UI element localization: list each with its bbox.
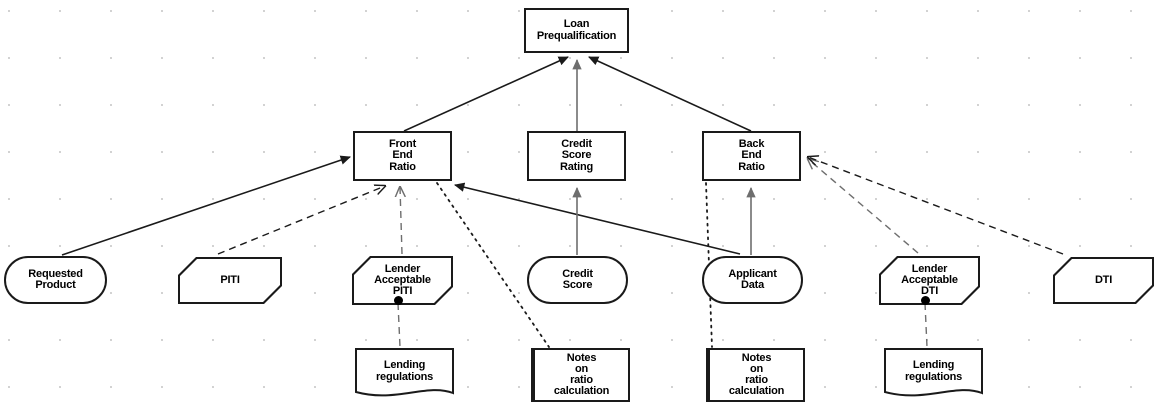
node-label: Lender Acceptable DTI [901,262,958,298]
node-notes-on-ratio-calculation-2[interactable]: Notes on ratio calculation [706,348,805,402]
edge-front-end-ratio-to-loan-prequalification [403,56,569,132]
document-shape-outline [355,348,454,397]
clipped-shape-fill [1055,259,1152,302]
node-front-end-ratio[interactable]: Front End Ratio [353,131,452,181]
edge-back-end-ratio-to-loan-prequalification [588,56,752,132]
node-loan-prequalification[interactable]: Loan Prequalification [524,8,629,53]
node-back-end-ratio[interactable]: Back End Ratio [702,131,801,181]
ball-connector-icon [393,295,403,305]
clipped-shape-fill [881,258,978,303]
node-label: Notes on ratio calculation [728,351,785,398]
document-shape-outline [884,348,983,397]
node-credit-score[interactable]: Credit Score [527,256,628,304]
clipped-shape-fill [354,258,451,303]
node-label: Credit Score [562,267,593,291]
node-label: Loan Prequalification [536,18,617,42]
node-applicant-data[interactable]: Applicant Data [702,256,803,304]
node-notes-on-ratio-calculation-1[interactable]: Notes on ratio calculation [531,348,630,402]
ball-connector-icon [920,295,930,305]
node-label: Back End Ratio [738,138,765,173]
node-label: Credit Score Rating [559,138,594,173]
node-dti[interactable]: DTI [1053,257,1154,304]
edge-lender-acceptable-piti-to-lending-regulations-1 [397,302,401,348]
node-label: Applicant Data [728,267,777,291]
node-label: Notes on ratio calculation [553,351,610,398]
node-lending-regulations-2[interactable]: Lending regulations [884,348,983,401]
node-piti[interactable]: PITI [178,257,282,304]
edge-lender-acceptable-dti-to-lending-regulations-2 [924,302,928,348]
node-label: Lending regulations [375,359,434,383]
node-lender-acceptable-piti[interactable]: Lender Acceptable PITI [352,256,453,305]
node-label: Lending regulations [904,359,963,383]
node-label: DTI [1094,273,1113,286]
edge-piti-to-front-end-ratio [217,186,385,255]
node-credit-score-rating[interactable]: Credit Score Rating [527,131,626,181]
edge-lender-acceptable-piti-to-front-end-ratio [400,187,402,255]
edge-dti-to-back-end-ratio [808,157,1064,255]
clipped-shape-fill [180,259,280,302]
node-requested-product[interactable]: Requested Product [4,256,107,304]
node-label: Lender Acceptable PITI [374,262,431,298]
edge-lender-acceptable-dti-to-back-end-ratio [808,159,919,254]
node-label: Front End Ratio [388,138,417,173]
node-label: PITI [220,273,240,286]
node-label: Requested Product [28,267,83,291]
edge-applicant-data-to-front-end-ratio [453,182,741,255]
node-lending-regulations-1[interactable]: Lending regulations [355,348,454,401]
edge-requested-product-to-front-end-ratio [61,155,351,256]
node-lender-acceptable-dti[interactable]: Lender Acceptable DTI [879,256,980,305]
